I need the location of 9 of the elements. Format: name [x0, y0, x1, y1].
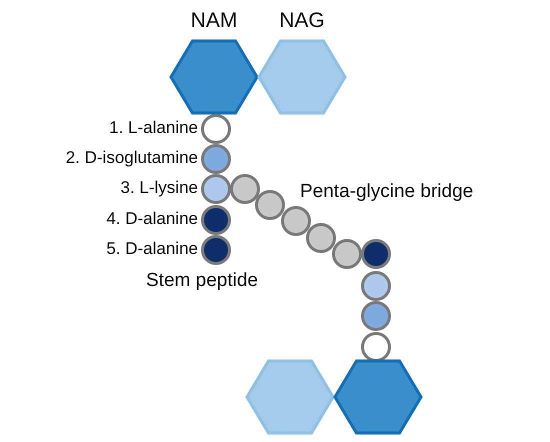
residue-label: 1. L-alanine — [109, 118, 198, 138]
sugar-label: NAG — [278, 9, 326, 33]
sugar-label: NAM — [190, 9, 238, 33]
residue-label: 4. D-alanine — [106, 209, 198, 229]
residue-label: 5. D-alanine — [106, 239, 198, 259]
residue-label: 2. D-isoglutamine — [66, 148, 198, 168]
region-label: Stem peptide — [146, 271, 258, 291]
residue-label: 3. L-lysine — [120, 178, 198, 198]
region-label: Penta-glycine bridge — [300, 182, 474, 202]
